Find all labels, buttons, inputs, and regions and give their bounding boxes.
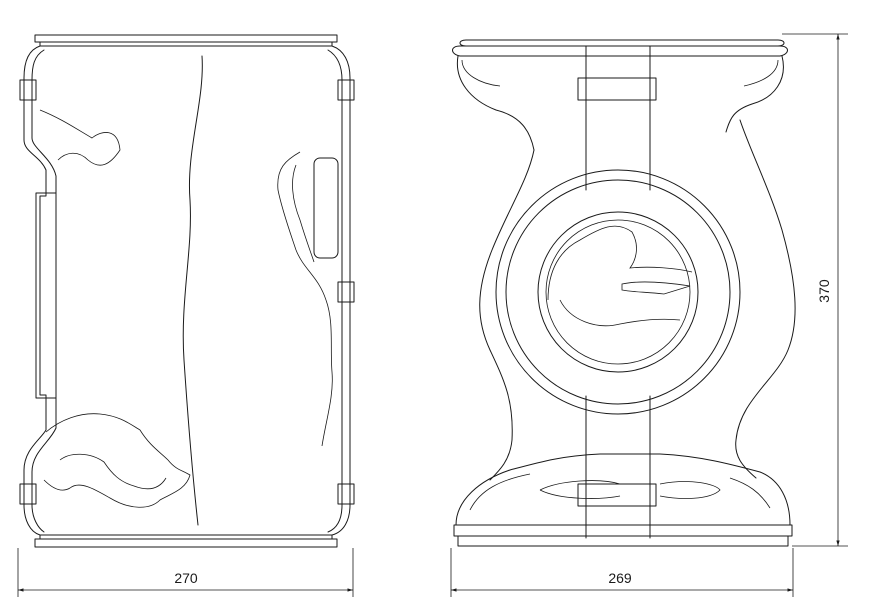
front-top-plate-inner (39, 41, 333, 47)
front-view (19, 34, 355, 548)
front-right-frame (331, 45, 351, 536)
front-body-center-seam (182, 55, 203, 526)
front-left-frame-inner (31, 49, 57, 533)
side-vertical-strap (585, 45, 651, 539)
side-body-left (479, 149, 535, 481)
front-body-lower-left-contour (43, 413, 191, 508)
front-top-plate (34, 34, 338, 43)
front-body-right-inner (292, 164, 315, 263)
front-bottom-plate (34, 538, 338, 548)
side-top-bowl (456, 55, 784, 151)
front-bottom-plate-inner (39, 534, 333, 540)
front-body-right-contour (277, 151, 333, 447)
side-strap-clamp-bottom (577, 483, 657, 507)
front-right-clamp-top (337, 79, 355, 101)
side-body-right (735, 119, 796, 479)
front-left-clamp-top (19, 79, 37, 101)
side-ring-inner-contour (547, 225, 693, 301)
side-bottom-base-oval (539, 480, 721, 499)
side-ring-inner-lip (621, 281, 691, 295)
side-ring-outer (495, 169, 741, 415)
side-ring-inner (537, 211, 699, 373)
front-left-clamp-bottom (19, 483, 37, 505)
side-ring-inner-lower (559, 299, 681, 327)
front-left-frame (23, 45, 47, 536)
side-ring-inner-2 (545, 219, 691, 365)
front-left-side-panel (35, 192, 57, 399)
side-bottom-flange (453, 524, 793, 537)
side-bottom-base (455, 453, 791, 526)
side-bottom-flange-plate (457, 535, 789, 547)
side-strap-clamp-top (577, 77, 657, 101)
dim-front-width-label: 270 (174, 570, 198, 586)
side-bottom-base-inner (469, 473, 771, 511)
dimension-lines (17, 33, 848, 597)
front-right-clamp-mid (337, 281, 355, 303)
side-top-flange (452, 45, 788, 57)
dim-side-width-label: 269 (608, 570, 632, 586)
front-right-frame-inner (327, 49, 343, 533)
front-body-left-contour (39, 109, 121, 166)
side-top-flange-lip (459, 39, 785, 47)
dim-height-label: 370 (816, 279, 832, 303)
front-right-window (313, 157, 339, 259)
side-top-bowl-inner (461, 59, 779, 87)
side-ring-outer-2 (505, 179, 731, 405)
side-view (452, 39, 796, 547)
front-body-lower-left-fold (59, 453, 167, 490)
front-right-clamp-bottom (337, 483, 355, 505)
